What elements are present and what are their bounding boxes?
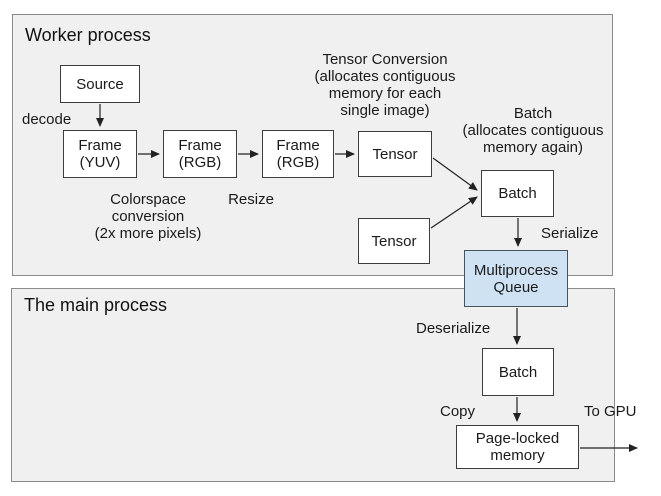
- node-tensor-1: Tensor: [358, 131, 432, 177]
- label-to-gpu: To GPU: [584, 403, 637, 420]
- label-tensor-conversion: Tensor Conversion (allocates contiguous …: [314, 51, 456, 119]
- label-colorspace-conversion: Colorspace conversion (2x more pixels): [94, 191, 202, 242]
- node-page-locked-memory: Page-locked memory: [456, 425, 579, 469]
- label-deserialize: Deserialize: [416, 320, 491, 337]
- node-batch-worker: Batch: [481, 170, 554, 217]
- label-batch-note: Batch (allocates contiguous memory again…: [462, 105, 604, 156]
- label-serialize: Serialize: [541, 225, 599, 242]
- node-multiprocess-queue: Multiprocess Queue: [464, 250, 568, 307]
- main-process-title: The main process: [24, 295, 168, 315]
- node-frame-rgb-2: Frame (RGB): [262, 130, 334, 178]
- node-frame-rgb-1: Frame (RGB): [163, 130, 237, 178]
- label-decode: decode: [22, 111, 72, 128]
- worker-process-title: Worker process: [25, 25, 151, 45]
- node-source: Source: [60, 65, 140, 103]
- node-frame-yuv: Frame (YUV): [63, 130, 137, 178]
- node-batch-main: Batch: [482, 348, 554, 396]
- label-resize: Resize: [228, 191, 274, 208]
- label-copy: Copy: [440, 403, 476, 420]
- node-tensor-2: Tensor: [358, 218, 430, 264]
